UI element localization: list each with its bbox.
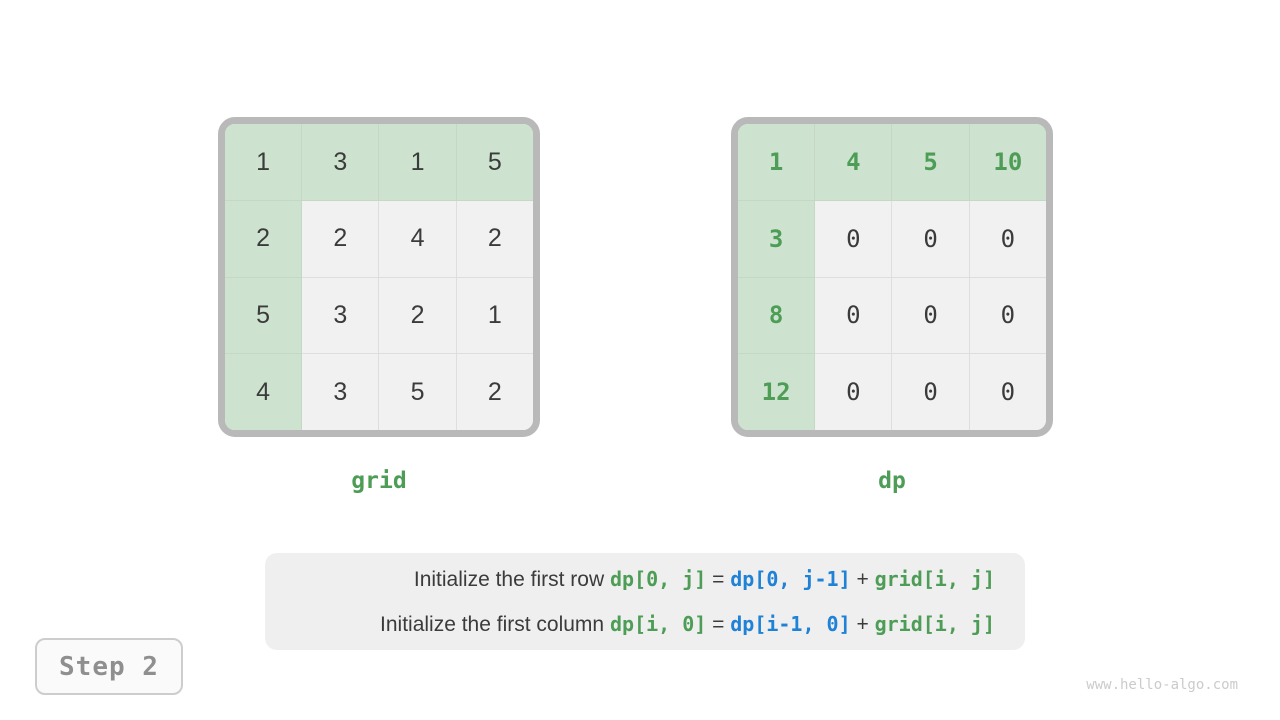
grid-cell: 1 [378, 124, 457, 201]
grid-cell: 1 [225, 124, 303, 201]
grid-cell: 2 [301, 200, 380, 278]
caption-segment-plain: = [706, 568, 731, 591]
caption-line-first-row: Initialize the first row dp[0, j] = dp[0… [265, 557, 995, 602]
dp-cell: 3 [738, 200, 816, 278]
dp-cell: 0 [814, 353, 893, 430]
dp-cell: 0 [891, 200, 970, 278]
caption-segment-green: grid[i, j] [874, 567, 995, 591]
grid-cell: 5 [225, 276, 303, 354]
dp-cell: 1 [738, 124, 816, 201]
grid-cell: 4 [225, 353, 303, 430]
caption-segment-plain: Initialize the first column [380, 613, 610, 636]
dp-cell: 4 [814, 124, 893, 201]
dp-cell: 10 [968, 124, 1046, 201]
dp-cell: 0 [968, 276, 1046, 354]
caption-segment-plain: = [706, 613, 731, 636]
step-badge: Step 2 [35, 638, 183, 695]
grid-cell: 4 [378, 200, 457, 278]
grid-cell: 3 [301, 124, 380, 201]
grid-cell: 5 [378, 353, 457, 430]
watermark: www.hello-algo.com [1086, 677, 1238, 693]
caption-segment-plain: + [850, 613, 875, 636]
grid-cell: 3 [301, 276, 380, 354]
caption-segment-plain: Initialize the first row [413, 568, 610, 591]
dp-cell: 0 [891, 276, 970, 354]
grid-cell: 1 [455, 276, 533, 354]
caption-segment-blue: dp[0, j-1] [730, 567, 851, 591]
grid-label: grid [351, 468, 407, 494]
dp-cell: 0 [814, 200, 893, 278]
dp-cell: 5 [891, 124, 970, 201]
dp-cell: 0 [814, 276, 893, 354]
caption-box: Initialize the first row dp[0, j] = dp[0… [265, 553, 1025, 650]
dp-cell: 0 [968, 353, 1046, 430]
dp-cell: 0 [891, 353, 970, 430]
caption-segment-green: dp[0, j] [609, 567, 707, 591]
dp-cell: 12 [738, 353, 816, 430]
caption-segment-plain: + [850, 568, 875, 591]
caption-segment-green: dp[i, 0] [609, 612, 707, 636]
grid-cell: 3 [301, 353, 380, 430]
grid-cell: 2 [455, 353, 533, 430]
caption-segment-blue: dp[i-1, 0] [730, 612, 851, 636]
dp-cell: 0 [968, 200, 1046, 278]
grid-cell: 2 [378, 276, 457, 354]
dp-cell: 8 [738, 276, 816, 354]
grid-cell: 2 [225, 200, 303, 278]
grid-cell: 5 [455, 124, 533, 201]
caption-segment-green: grid[i, j] [874, 612, 995, 636]
grid-cell: 2 [455, 200, 533, 278]
dp-label: dp [878, 468, 906, 494]
caption-line-first-column: Initialize the first column dp[i, 0] = d… [265, 602, 995, 647]
